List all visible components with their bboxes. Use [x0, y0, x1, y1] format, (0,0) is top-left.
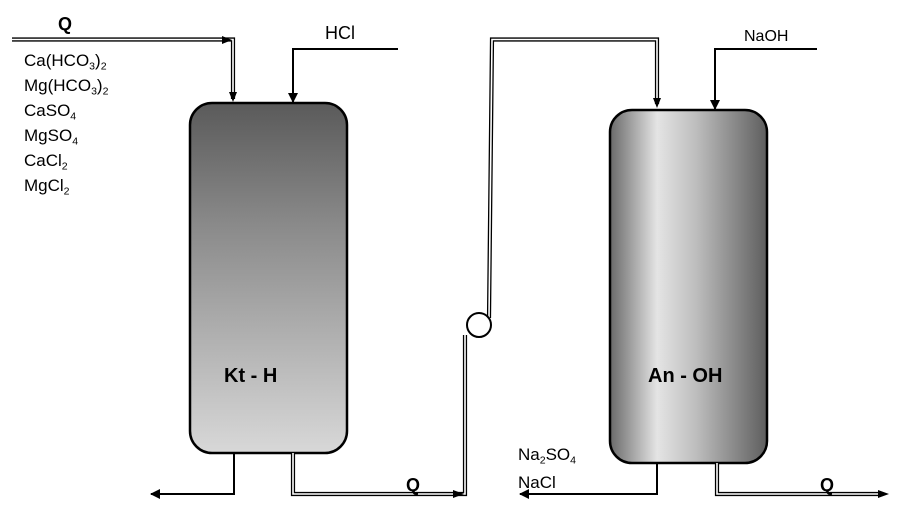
feed-component: Mg(HCO3)2 — [24, 76, 109, 98]
acid-reagent-label: HCl — [325, 23, 355, 43]
transfer-pipe — [290, 37, 661, 498]
feed-component: MgCl2 — [24, 176, 70, 198]
base-reagent-label: NaOH — [744, 28, 789, 45]
anion-column-label: An - OH — [648, 365, 723, 387]
base-inlet-pipe — [710, 48, 817, 110]
feed-components-list: Ca(HCO3)2 Mg(HCO3)2 CaSO4 MgSO4 CaCl2 Mg… — [24, 48, 108, 198]
feed-flow-label: Q — [58, 14, 73, 34]
cation-exchange-column — [188, 101, 349, 455]
acid-inlet-pipe — [288, 48, 398, 103]
product-outlet-pipe — [714, 463, 889, 498]
feed-component: CaCl2 — [24, 151, 68, 173]
pump-icon — [466, 312, 492, 338]
feed-component: Ca(HCO3)2 — [24, 51, 107, 73]
anion-drain-pipe — [519, 463, 658, 499]
feed-component: MgSO4 — [24, 126, 79, 148]
transfer-flow-label: Q — [406, 475, 421, 495]
cation-column-label: Kt - H — [224, 365, 278, 387]
feed-component: CaSO4 — [24, 101, 77, 123]
anion-exchange-column — [608, 108, 769, 465]
waste-product-label: NaCl — [518, 473, 556, 492]
cation-drain-pipe — [150, 453, 235, 499]
feed-inlet-pipe — [12, 36, 237, 102]
waste-product-label: Na2SO4 — [518, 445, 577, 467]
product-flow-label: Q — [820, 475, 835, 495]
